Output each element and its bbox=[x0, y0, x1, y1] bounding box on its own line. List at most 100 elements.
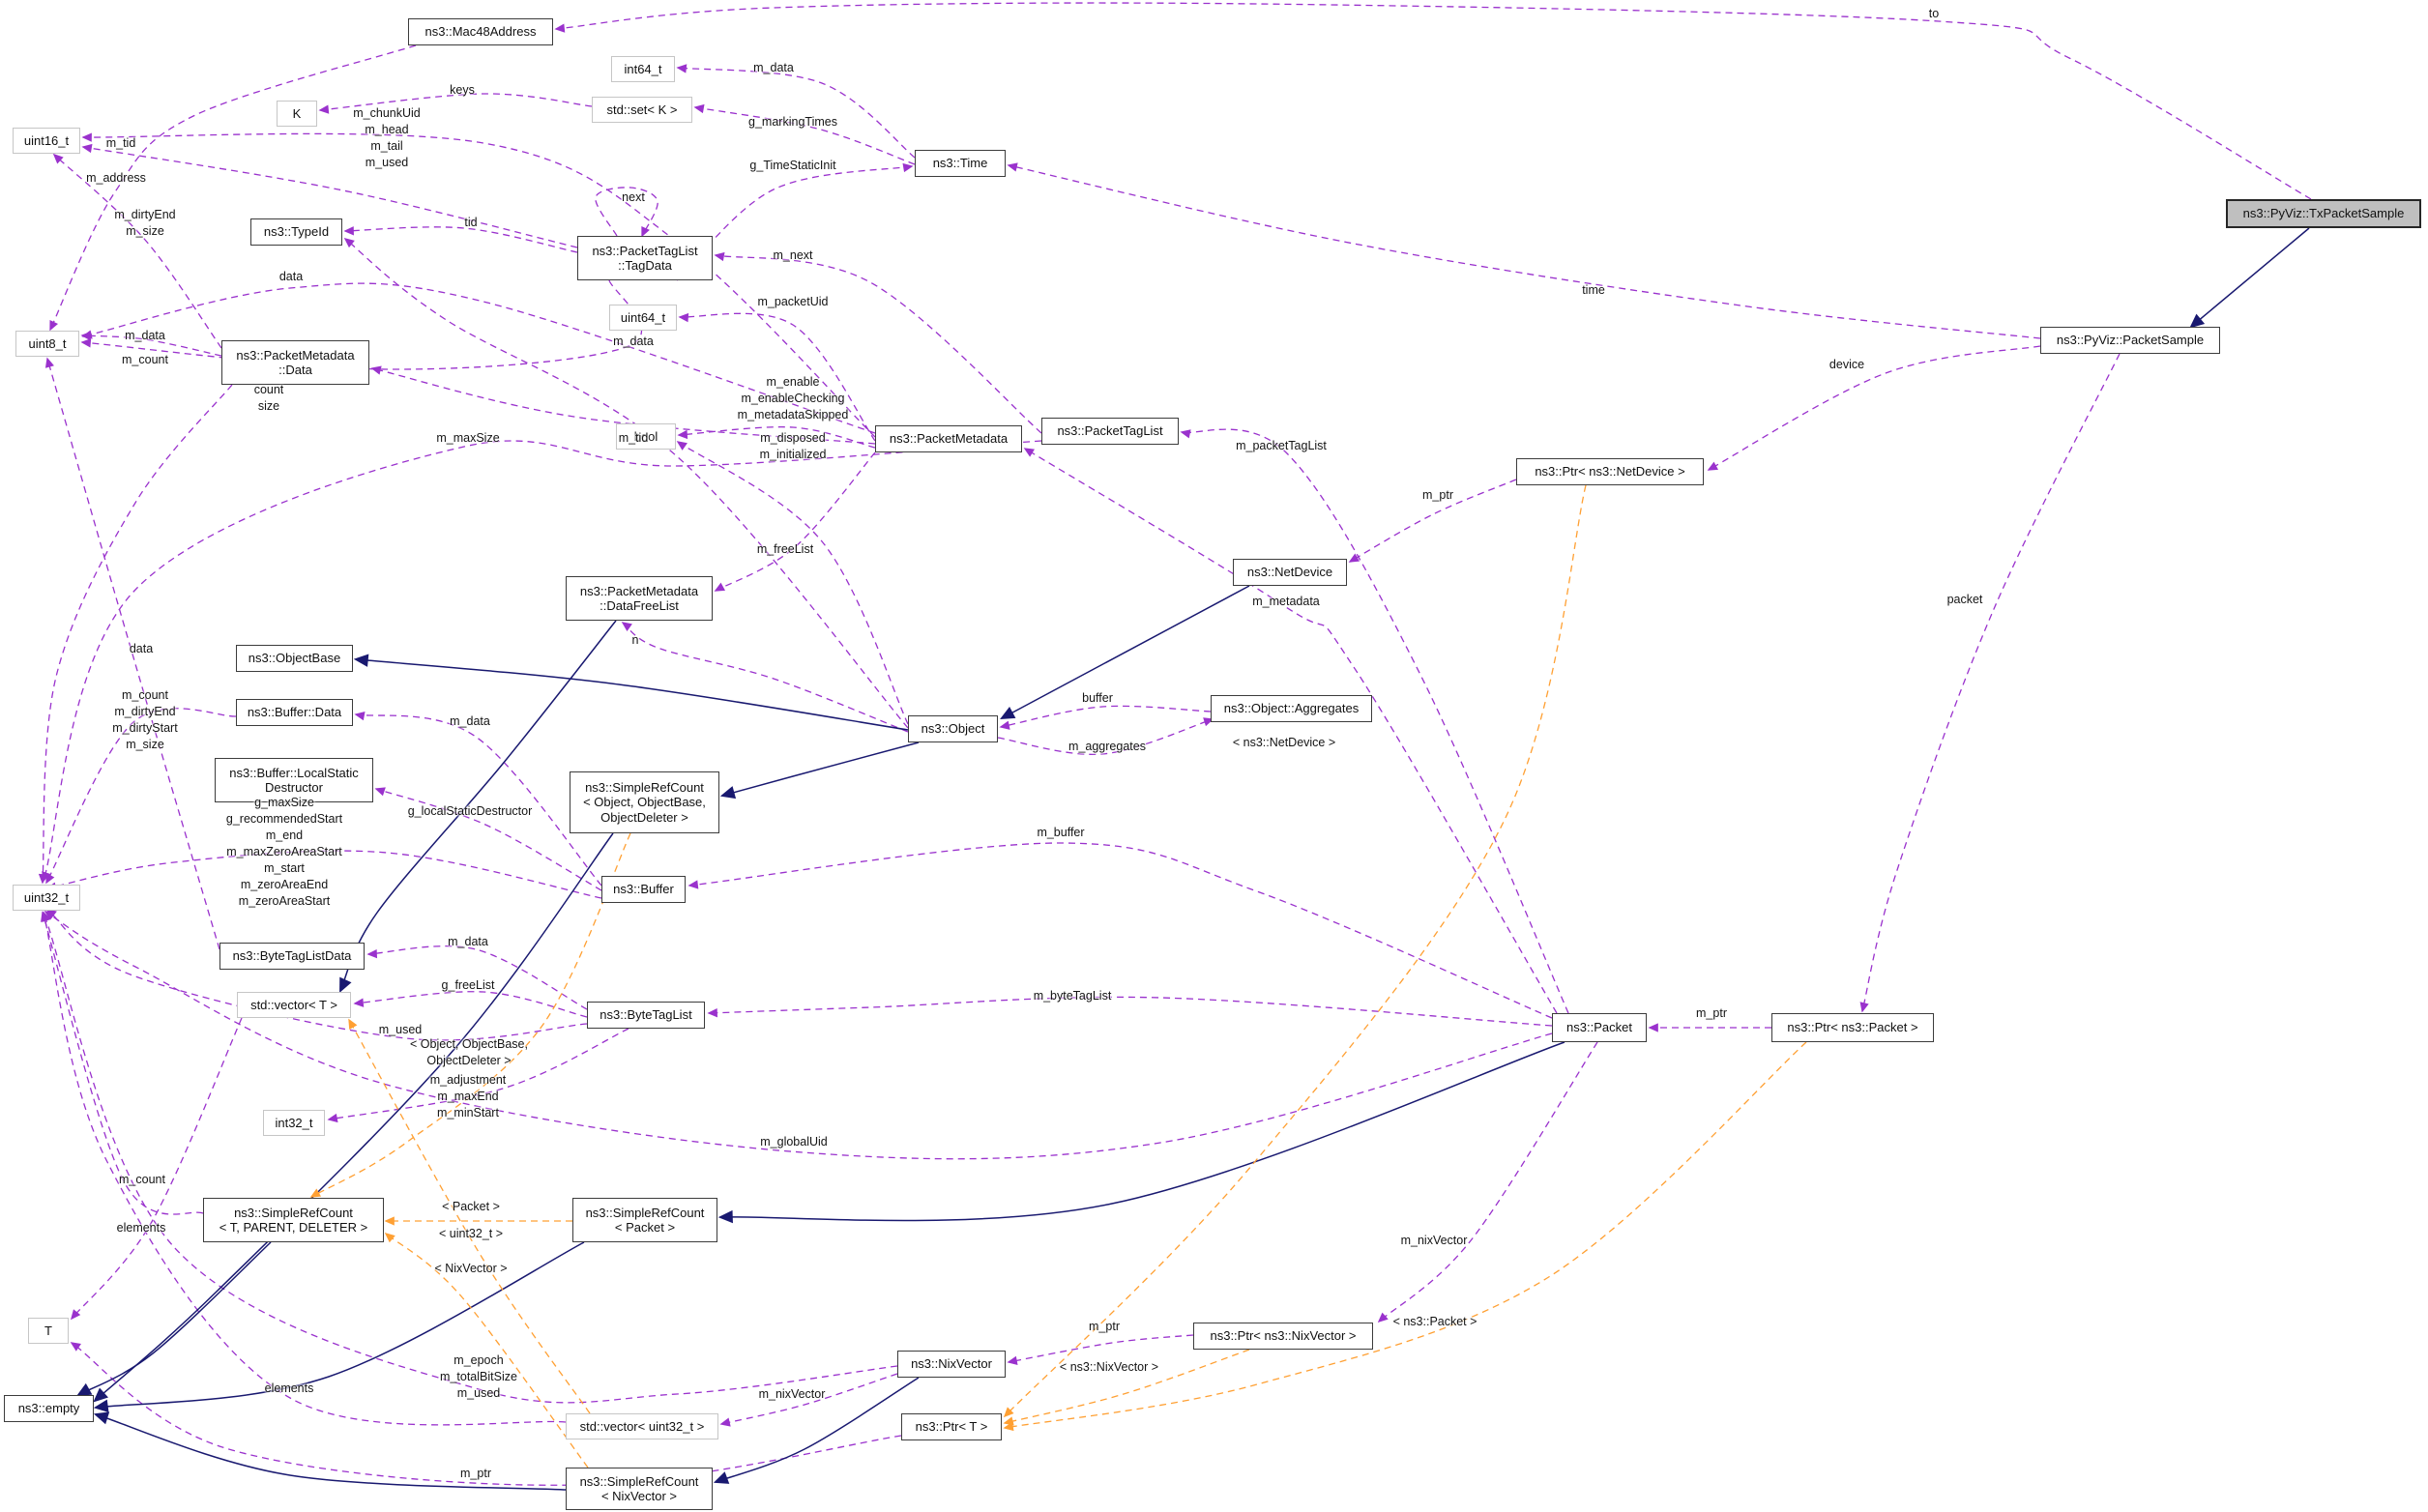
class-node-t[interactable]: T bbox=[28, 1318, 69, 1344]
class-node-vector-t[interactable]: std::vector< T > bbox=[237, 992, 351, 1018]
class-node-setk[interactable]: std::set< K > bbox=[592, 97, 692, 123]
edge-usage-nixvector-to-vector-uint32 bbox=[719, 1373, 898, 1427]
class-node-mac48address[interactable]: ns3::Mac48Address bbox=[408, 18, 553, 45]
class-node-label: ns3::Packet bbox=[1566, 1020, 1632, 1035]
edge-usage-object-to-aggregates bbox=[997, 717, 1214, 756]
edge-label-pmeta-to-uint8: data bbox=[279, 269, 303, 285]
class-node-label: ::DataFreeList bbox=[600, 598, 679, 613]
edge-label-line: m_dirtyEnd bbox=[114, 705, 176, 718]
edge-usage-mac48address-to-uint8 bbox=[49, 44, 417, 332]
edge-label-line: m_tid bbox=[618, 431, 649, 445]
edge-label-line: m_disposed bbox=[760, 431, 826, 445]
edge-usage-bytetaglist-to-vector-t bbox=[353, 991, 588, 1018]
class-node-object[interactable]: ns3::Object bbox=[908, 715, 998, 742]
edge-label-line: data bbox=[129, 642, 154, 655]
class-node-uint64[interactable]: uint64_t bbox=[609, 305, 677, 331]
class-node-label: uint64_t bbox=[620, 309, 666, 325]
edge-usage-tagdata-to-uint16 bbox=[81, 143, 578, 248]
class-node-tagdata[interactable]: ns3::PacketTagList::TagData bbox=[577, 236, 713, 280]
class-node-int32[interactable]: int32_t bbox=[263, 1110, 325, 1136]
class-node-bool[interactable]: bool bbox=[616, 423, 676, 450]
edge-label-nixvector-to-vector-uint32: m_nixVector bbox=[759, 1386, 826, 1403]
edge-usage-pmeta-to-datafreelist bbox=[714, 451, 876, 592]
class-node-uint32[interactable]: uint32_t bbox=[13, 885, 80, 911]
class-node-label: K bbox=[292, 105, 302, 121]
class-node-txpacketsample[interactable]: ns3::PyViz::TxPacketSample bbox=[2226, 199, 2421, 228]
class-node-src-packet[interactable]: ns3::SimpleRefCount< Packet > bbox=[572, 1198, 717, 1242]
class-node-pmeta[interactable]: ns3::PacketMetadata bbox=[875, 425, 1022, 452]
class-node-bytetaglist[interactable]: ns3::ByteTagList bbox=[587, 1002, 705, 1029]
edge-label-pmdata-to-uint8: m_data bbox=[125, 328, 165, 344]
edge-label-line: m_dirtyEnd bbox=[114, 208, 176, 221]
edge-label-line: g_freeList bbox=[441, 978, 495, 992]
edge-usage-pmdata-to-uint16 bbox=[52, 153, 222, 349]
class-node-bufferdata[interactable]: ns3::Buffer::Data bbox=[236, 699, 353, 726]
edge-usage-pmeta-to-uint8 bbox=[81, 282, 876, 434]
edge-label-buffer-to-bufferdata: m_data bbox=[450, 713, 490, 730]
class-node-bytetaglistdata[interactable]: ns3::ByteTagListData bbox=[219, 943, 365, 970]
class-node-buffer[interactable]: ns3::Buffer bbox=[601, 876, 686, 903]
edge-label-packet-to-ptr-nixvector: m_nixVector bbox=[1401, 1233, 1468, 1249]
class-node-time[interactable]: ns3::Time bbox=[915, 150, 1006, 177]
edge-usage-bytetaglist-to-bytetaglistdata bbox=[366, 945, 588, 1010]
edge-label-bytetaglist-to-vector-t: g_freeList bbox=[442, 977, 495, 994]
class-node-label: uint16_t bbox=[23, 132, 70, 148]
edge-label-line: m_ptr bbox=[1422, 488, 1453, 502]
class-node-ptr-packet[interactable]: ns3::Ptr< ns3::Packet > bbox=[1771, 1013, 1934, 1042]
edge-usage-aggregates-to-object bbox=[999, 705, 1212, 730]
class-node-objectbase[interactable]: ns3::ObjectBase bbox=[236, 645, 353, 672]
edge-usage-txpacketsample-to-mac48address bbox=[554, 2, 2312, 200]
edge-label-line: m_next bbox=[773, 248, 813, 262]
class-node-label: ns3::PacketTagList bbox=[592, 243, 698, 258]
class-node-packetsample[interactable]: ns3::PyViz::PacketSample bbox=[2040, 327, 2220, 354]
edge-label-line: m_ptr bbox=[460, 1467, 491, 1480]
edge-usage-bytetaglist-to-int32 bbox=[327, 1028, 629, 1123]
edge-label-line: < Packet > bbox=[442, 1200, 500, 1213]
class-node-uint16[interactable]: uint16_t bbox=[13, 128, 80, 154]
class-node-ptr-netdevice[interactable]: ns3::Ptr< ns3::NetDevice > bbox=[1516, 458, 1704, 485]
edge-label-line: m_data bbox=[448, 935, 488, 948]
class-node-k[interactable]: K bbox=[277, 101, 317, 127]
edge-label-line: m_minStart bbox=[437, 1106, 499, 1119]
class-node-label: ObjectDeleter > bbox=[600, 809, 688, 825]
class-node-label: ns3::Mac48Address bbox=[424, 24, 537, 40]
class-node-packet[interactable]: ns3::Packet bbox=[1552, 1013, 1647, 1042]
edge-inheritance-object-to-objectbase bbox=[353, 654, 909, 731]
class-node-ptr-t[interactable]: ns3::Ptr< T > bbox=[901, 1413, 1002, 1440]
edge-usage-packet-to-bytetaglist bbox=[707, 996, 1553, 1027]
class-node-datafreelist[interactable]: ns3::PacketMetadata::DataFreeList bbox=[566, 576, 713, 621]
class-node-uint8[interactable]: uint8_t bbox=[15, 331, 79, 357]
edge-label-time-to-int64: m_data bbox=[753, 60, 794, 76]
edge-label-line: tid bbox=[464, 216, 478, 229]
class-node-netdevice[interactable]: ns3::NetDevice bbox=[1233, 559, 1347, 586]
edge-label-tagdata-to-time: g_TimeStaticInit bbox=[749, 158, 835, 174]
class-node-ptaglist[interactable]: ns3::PacketTagList bbox=[1041, 418, 1179, 445]
edge-usage-ptr-nixvector-to-nixvector bbox=[1007, 1334, 1194, 1365]
class-node-vector-uint32[interactable]: std::vector< uint32_t > bbox=[566, 1413, 718, 1439]
class-node-pmdata[interactable]: ns3::PacketMetadata::Data bbox=[221, 340, 369, 385]
class-node-aggregates[interactable]: ns3::Object::Aggregates bbox=[1211, 695, 1372, 722]
edge-label-line: m_byteTagList bbox=[1033, 989, 1112, 1003]
class-node-src-object[interactable]: ns3::SimpleRefCount< Object, ObjectBase,… bbox=[570, 771, 719, 833]
class-node-label: std::vector< uint32_t > bbox=[579, 1418, 705, 1434]
edge-label-bytetaglist-to-uint32: m_used bbox=[379, 1022, 422, 1038]
edge-label-tagdata-to-tagdata: next bbox=[622, 189, 645, 206]
edge-label-line: m_count bbox=[122, 688, 168, 702]
class-node-ptr-nixvector[interactable]: ns3::Ptr< ns3::NixVector > bbox=[1193, 1323, 1373, 1350]
class-node-int64[interactable]: int64_t bbox=[611, 56, 675, 82]
class-node-nixvector[interactable]: ns3::NixVector bbox=[897, 1351, 1006, 1378]
class-node-label: int64_t bbox=[624, 61, 662, 76]
edge-label-line: ObjectDeleter > bbox=[426, 1054, 512, 1067]
class-node-src-tpd[interactable]: ns3::SimpleRefCount< T, PARENT, DELETER … bbox=[203, 1198, 384, 1242]
class-node-empty[interactable]: ns3::empty bbox=[4, 1395, 94, 1422]
class-node-src-nixvector[interactable]: ns3::SimpleRefCount< NixVector > bbox=[566, 1468, 713, 1510]
edge-label-line: to bbox=[1928, 7, 1940, 20]
class-node-label: ns3::Ptr< ns3::NetDevice > bbox=[1535, 464, 1685, 480]
class-node-typeid[interactable]: ns3::TypeId bbox=[250, 218, 342, 246]
class-node-label: ns3::PacketMetadata bbox=[236, 347, 355, 363]
class-node-label: ns3::Object bbox=[921, 721, 985, 737]
edge-label-line: n bbox=[631, 633, 639, 647]
